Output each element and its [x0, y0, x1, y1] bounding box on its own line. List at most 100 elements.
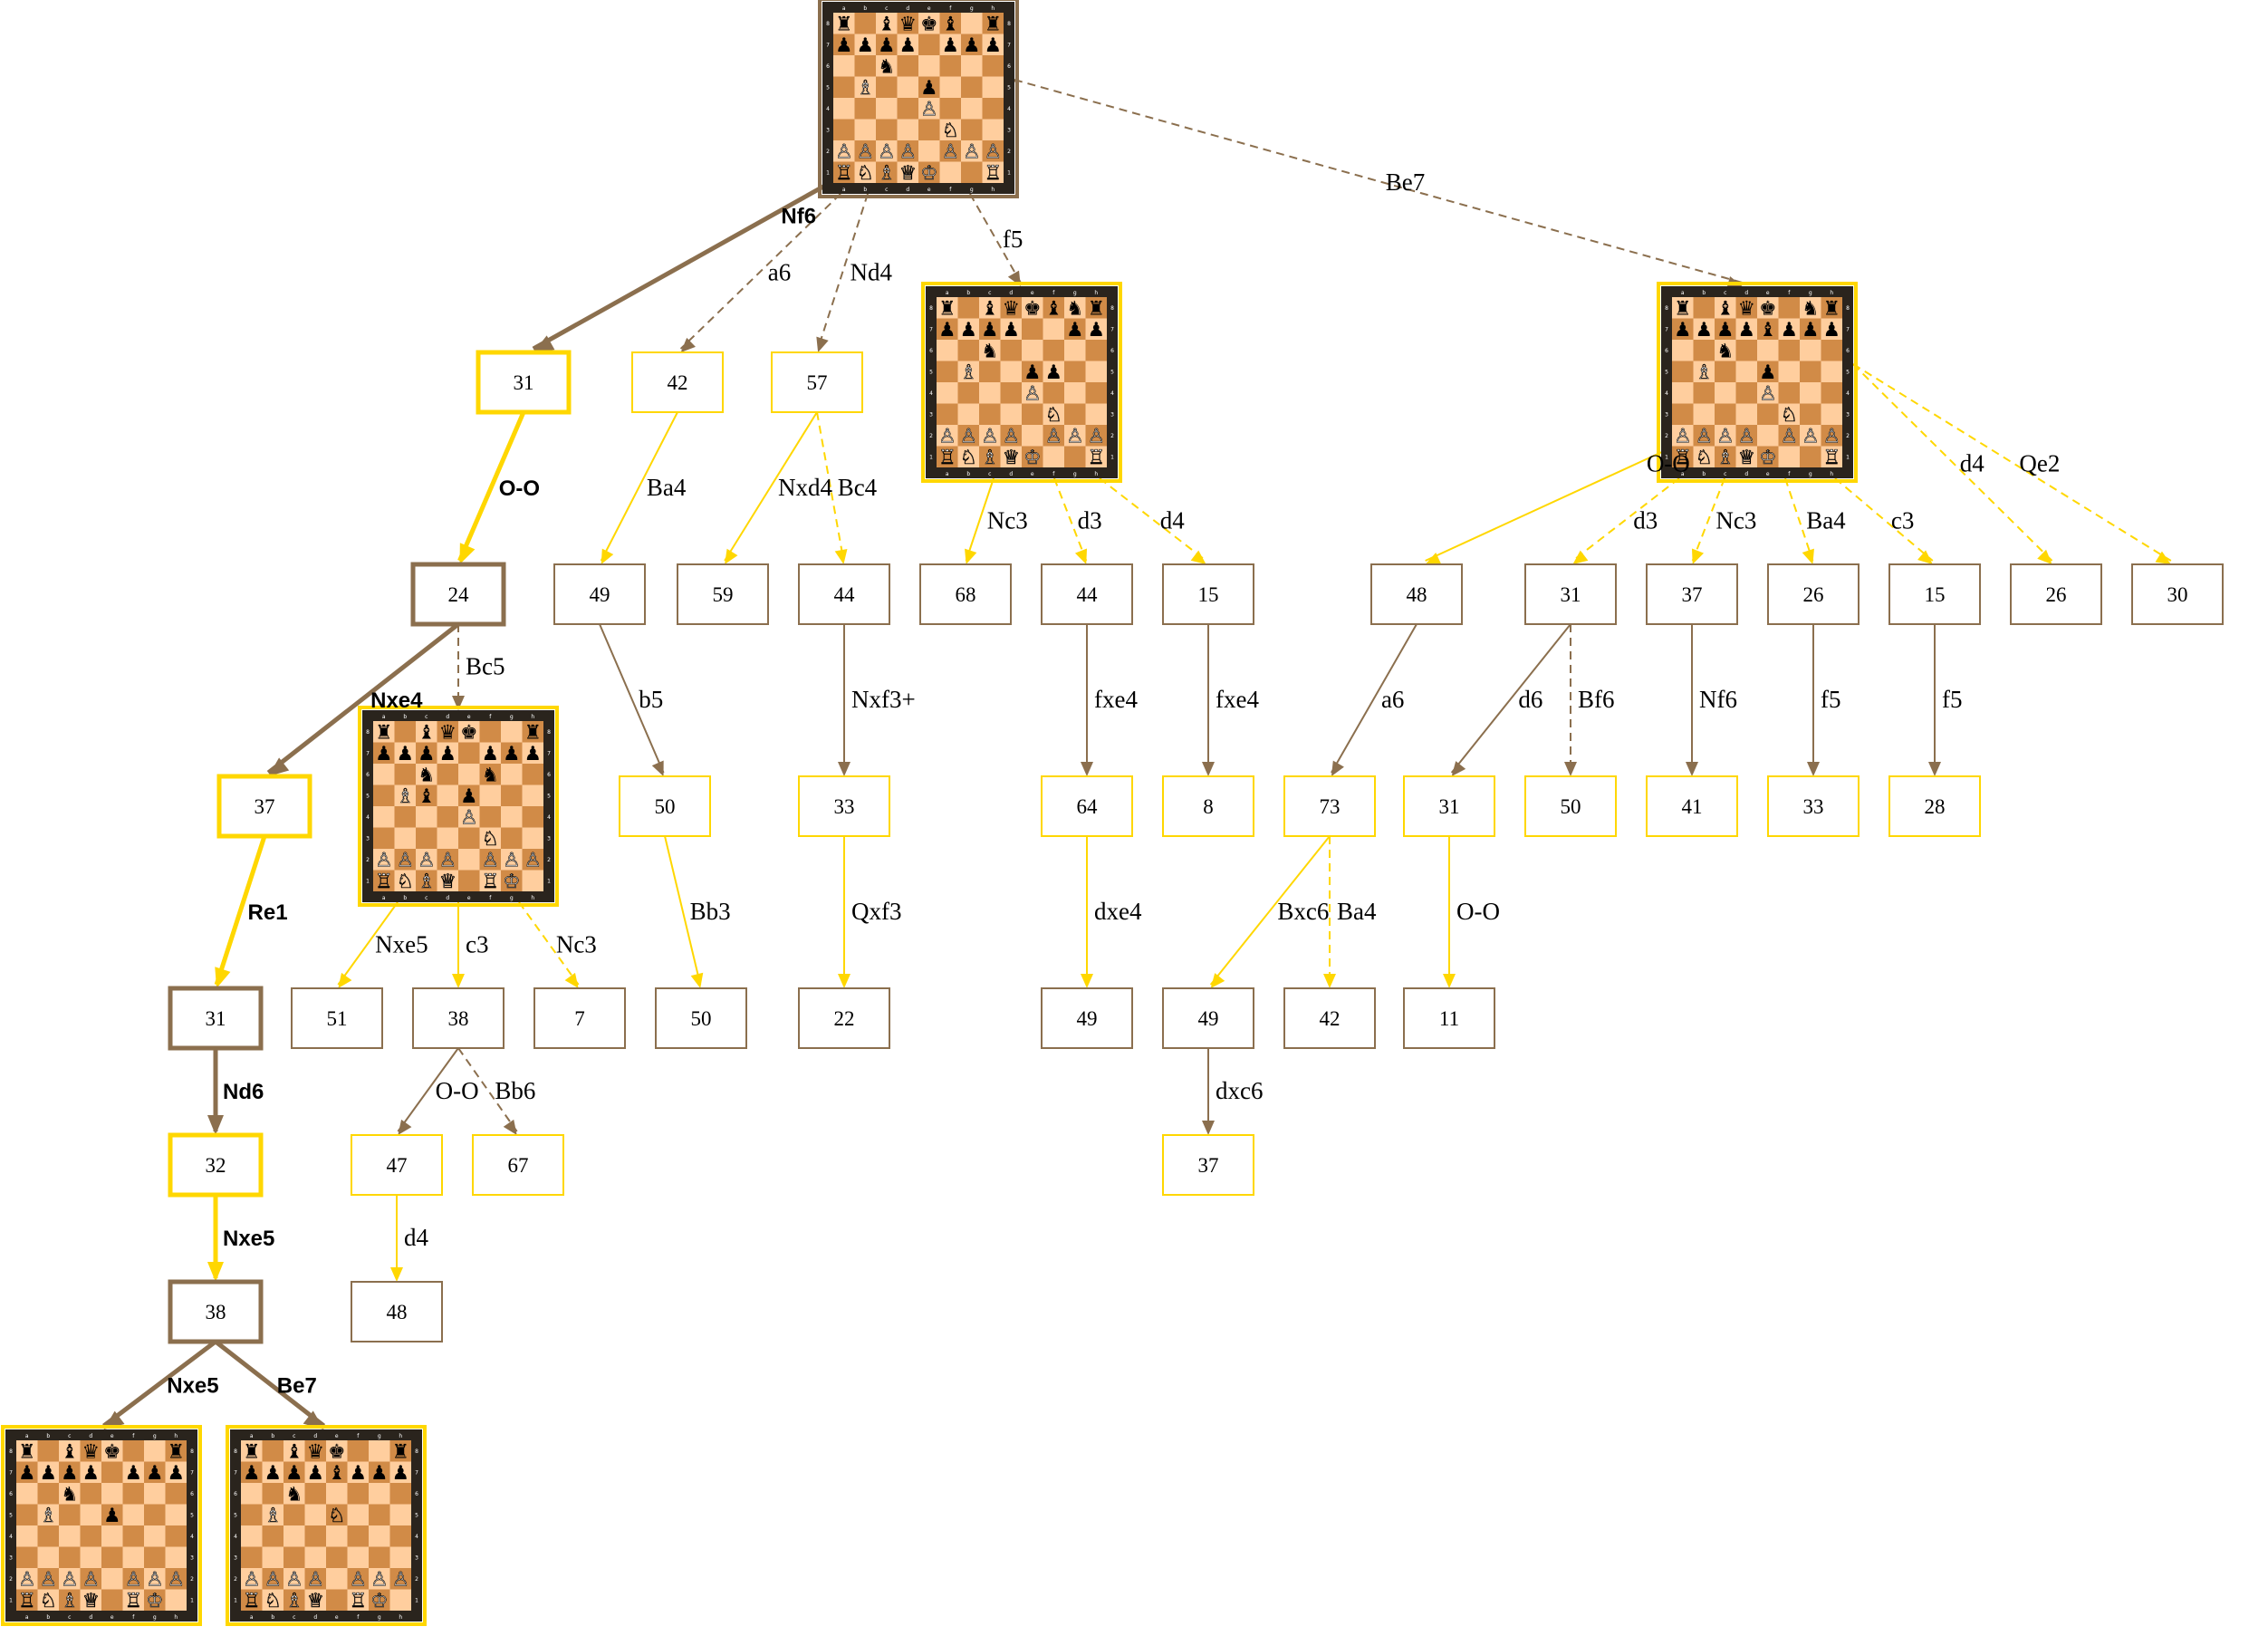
move-node-n_31d[interactable]: 31 [168, 986, 264, 1051]
edge-label-b_f5-n_44b[interactable]: d3 [1078, 507, 1102, 534]
edge-label-n_37a-n_41[interactable]: Nf6 [1699, 686, 1737, 713]
move-node-n_68[interactable]: 68 [919, 563, 1012, 625]
edge-label-n_57-n_44a[interactable]: Bc4 [838, 474, 878, 501]
move-node-n_7[interactable]: 7 [533, 987, 626, 1049]
move-node-n_50c[interactable]: 50 [655, 987, 747, 1049]
edge-label-n_31d-n_32[interactable]: Nd6 [223, 1080, 264, 1104]
move-node-n_73[interactable]: 73 [1283, 775, 1376, 837]
chess-board-b_be7[interactable]: ♜♝♛♚♞♜♟♟♟♟♝♟♟♟♞♗♟♙♘♙♙♙♙♙♙♙♖♘♗♕♔♖aabbccdd… [1657, 282, 1858, 483]
edge-label-n_50a-n_50c[interactable]: Bb3 [690, 898, 731, 925]
edge-label-n_33a-n_22[interactable]: Qxf3 [851, 898, 902, 925]
move-node-n_59[interactable]: 59 [677, 563, 769, 625]
move-node-n_37c[interactable]: 37 [1162, 1134, 1254, 1196]
move-node-n_64[interactable]: 64 [1041, 775, 1133, 837]
edge-label-n_48a-n_73[interactable]: a6 [1381, 686, 1404, 713]
move-node-n_50a[interactable]: 50 [619, 775, 711, 837]
edge-label-root-n_57[interactable]: Nd4 [850, 259, 893, 286]
edge-label-b_be7-n_48a[interactable]: O-O [1647, 450, 1690, 477]
edge-label-root-b_f5[interactable]: f5 [1003, 226, 1023, 253]
chess-board-b_bc5[interactable]: ♜♝♛♚♜♟♟♟♟♟♟♟♞♞♗♝♟♙♘♙♙♙♙♙♙♙♖♘♗♕♖♔aabbccdd… [358, 706, 559, 907]
move-node-n_26b[interactable]: 26 [2010, 563, 2102, 625]
edge-label-n_31b-n_50b[interactable]: Bf6 [1578, 686, 1615, 713]
move-node-n_48a[interactable]: 48 [1370, 563, 1463, 625]
move-node-n_49b[interactable]: 49 [1041, 987, 1133, 1049]
move-node-n_31c[interactable]: 31 [1403, 775, 1495, 837]
chess-board-b_be7b[interactable]: ♜♝♛♚♜♟♟♟♟♝♟♟♟♞♗♘♙♙♙♙♙♙♙♖♘♗♕♖♔aabbccddeef… [226, 1425, 427, 1626]
move-node-n_28[interactable]: 28 [1888, 775, 1981, 837]
edge-label-n_47-n_48b[interactable]: d4 [404, 1224, 429, 1251]
move-node-n_50b[interactable]: 50 [1524, 775, 1617, 837]
move-node-n_15a[interactable]: 15 [1162, 563, 1254, 625]
edge-label-n_24-n_37b[interactable]: Nxe4 [370, 688, 423, 713]
move-node-n_31b[interactable]: 31 [1524, 563, 1617, 625]
move-node-n_57[interactable]: 57 [771, 351, 863, 413]
edge-label-root-n_31a[interactable]: Nf6 [781, 205, 816, 229]
move-node-n_49c[interactable]: 49 [1162, 987, 1254, 1049]
move-node-n_31a[interactable]: 31 [476, 350, 572, 415]
move-node-n_41[interactable]: 41 [1646, 775, 1738, 837]
edge-label-b_bc5-n_7[interactable]: Nc3 [556, 931, 597, 958]
move-node-n_37a[interactable]: 37 [1646, 563, 1738, 625]
edge-label-n_44a-n_33a[interactable]: Nxf3+ [851, 686, 916, 713]
chess-board-b_f5[interactable]: ♜♝♛♚♝♞♜♟♟♟♟♟♟♞♗♟♟♙♘♙♙♙♙♙♙♙♖♘♗♕♔♖aabbccdd… [921, 282, 1122, 483]
edge-label-b_be7-n_30[interactable]: Qe2 [2019, 450, 2060, 477]
move-node-n_67[interactable]: 67 [472, 1134, 564, 1196]
edge-label-root-b_be7[interactable]: Be7 [1386, 168, 1426, 196]
edge-label-n_49a-n_50a[interactable]: b5 [639, 686, 663, 713]
edge-label-n_15a-n_8[interactable]: fxe4 [1216, 686, 1259, 713]
move-node-n_30[interactable]: 30 [2131, 563, 2224, 625]
edge-label-n_24-b_bc5[interactable]: Bc5 [466, 653, 505, 680]
move-node-n_22[interactable]: 22 [798, 987, 890, 1049]
piece-white-p: ♙ [482, 849, 499, 871]
chess-board-root[interactable]: ♜♝♛♚♝♜♟♟♟♟♟♟♟♞♗♟♙♘♙♙♙♙♙♙♙♖♘♗♕♔♖aabbccdde… [818, 0, 1019, 198]
edge-label-n_31c-n_11[interactable]: O-O [1456, 898, 1500, 925]
edge-label-n_73-n_49c[interactable]: Bxc6 [1277, 898, 1329, 925]
edge-label-n_32-n_38b[interactable]: Nxe5 [223, 1227, 274, 1251]
move-node-n_33b[interactable]: 33 [1767, 775, 1860, 837]
edge-label-n_38a-n_67[interactable]: Bb6 [495, 1077, 535, 1104]
move-node-n_8[interactable]: 8 [1162, 775, 1254, 837]
move-node-n_37b[interactable]: 37 [216, 774, 312, 839]
move-node-n_38b[interactable]: 38 [168, 1279, 264, 1344]
move-node-n_38a[interactable]: 38 [412, 987, 505, 1049]
edge-label-b_be7-n_26a[interactable]: Ba4 [1806, 507, 1846, 534]
edge-label-n_44b-n_64[interactable]: fxe4 [1094, 686, 1138, 713]
move-node-n_11[interactable]: 11 [1403, 987, 1495, 1049]
edge-label-b_be7-n_15b[interactable]: c3 [1891, 507, 1914, 534]
move-node-n_33a[interactable]: 33 [798, 775, 890, 837]
edge-label-b_bc5-n_51[interactable]: Nxe5 [375, 931, 428, 958]
edge-label-n_49c-n_37c[interactable]: dxc6 [1216, 1077, 1263, 1104]
move-node-n_32[interactable]: 32 [168, 1132, 264, 1198]
edge-label-n_73-n_42b[interactable]: Ba4 [1337, 898, 1377, 925]
edge-label-b_f5-n_15a[interactable]: d4 [1160, 507, 1186, 534]
edge-label-n_31b-n_31c[interactable]: d6 [1518, 686, 1542, 713]
edge-label-b_be7-n_31b[interactable]: d3 [1633, 507, 1658, 534]
edge-label-b_be7-n_37a[interactable]: Nc3 [1715, 507, 1756, 534]
edge-label-b_f5-n_68[interactable]: Nc3 [987, 507, 1028, 534]
edge-label-n_38b-b_nxe5[interactable]: Nxe5 [167, 1374, 218, 1399]
edge-label-n_31a-n_24[interactable]: O-O [499, 476, 540, 501]
edge-label-n_64-n_49b[interactable]: dxe4 [1094, 898, 1142, 925]
edge-label-n_38b-b_be7b[interactable]: Be7 [277, 1374, 317, 1399]
move-node-n_47[interactable]: 47 [351, 1134, 443, 1196]
edge-label-b_bc5-n_38a[interactable]: c3 [466, 931, 488, 958]
edge-label-n_37b-n_31d[interactable]: Re1 [248, 900, 288, 925]
move-node-n_49a[interactable]: 49 [553, 563, 646, 625]
edge-label-n_38a-n_47[interactable]: O-O [436, 1077, 479, 1104]
move-node-n_24[interactable]: 24 [410, 562, 506, 627]
move-node-n_15b[interactable]: 15 [1888, 563, 1981, 625]
move-node-n_48b[interactable]: 48 [351, 1281, 443, 1342]
edge-label-n_57-n_59[interactable]: Nxd4 [778, 474, 832, 501]
chess-board-b_nxe5[interactable]: ♜♝♛♚♜♟♟♟♟♟♟♟♞♗♟♙♙♙♙♙♙♙♖♘♗♕♖♔aabbccddeeff… [1, 1425, 202, 1626]
edge-label-n_15b-n_28[interactable]: f5 [1942, 686, 1963, 713]
move-node-n_44a[interactable]: 44 [798, 563, 890, 625]
move-node-n_42a[interactable]: 42 [631, 351, 724, 413]
move-node-n_42b[interactable]: 42 [1283, 987, 1376, 1049]
edge-label-b_be7-n_26b[interactable]: d4 [1960, 450, 1985, 477]
move-node-n_51[interactable]: 51 [291, 987, 383, 1049]
move-node-n_26a[interactable]: 26 [1767, 563, 1860, 625]
edge-label-root-n_42a[interactable]: a6 [768, 259, 791, 286]
edge-label-n_26a-n_33b[interactable]: f5 [1821, 686, 1841, 713]
move-node-n_44b[interactable]: 44 [1041, 563, 1133, 625]
edge-label-n_42a-n_49a[interactable]: Ba4 [647, 474, 687, 501]
